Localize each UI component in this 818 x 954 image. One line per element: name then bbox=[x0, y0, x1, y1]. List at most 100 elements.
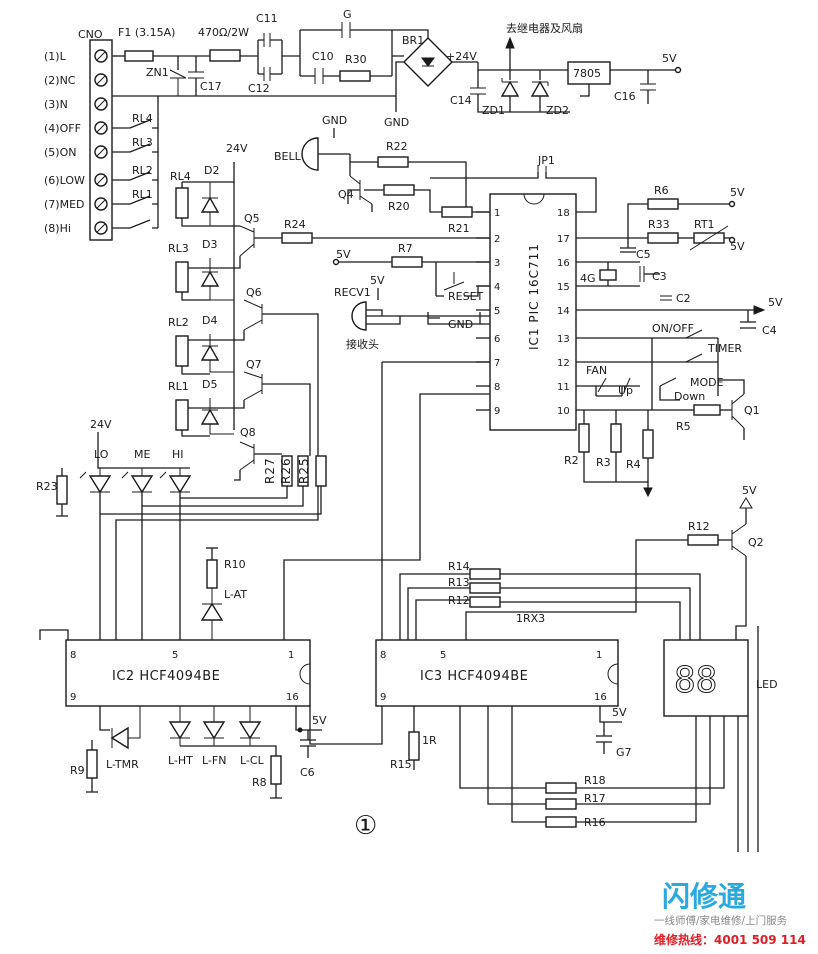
label-receiver-cn: 接收头 bbox=[346, 337, 379, 351]
relay-drivers: 24V RL4 D2 Q5 R24 RL3 D3 Q6 RL2 bbox=[100, 142, 490, 640]
label-r26: R26 bbox=[279, 457, 293, 484]
label-r27: R27 bbox=[263, 457, 277, 484]
resistor-470 bbox=[209, 49, 241, 62]
label-q7: Q7 bbox=[246, 358, 262, 371]
ic2-body bbox=[65, 639, 311, 707]
label-rl4-coil: RL4 bbox=[170, 170, 191, 183]
label-r7: R7 bbox=[398, 242, 413, 255]
label-r5: R5 bbox=[676, 420, 691, 433]
label-rl3-coil: RL3 bbox=[168, 242, 189, 255]
label-r9: R9 bbox=[70, 764, 85, 777]
connector-terminal-label: (3)N bbox=[44, 98, 68, 111]
resistor-r21 bbox=[441, 206, 473, 218]
label-5v-g7: 5V bbox=[612, 706, 627, 719]
label-l-tmr: L-TMR bbox=[106, 758, 139, 771]
label-q2: Q2 bbox=[748, 536, 764, 549]
led-digits: 88 bbox=[674, 660, 717, 701]
resistor-r16 bbox=[545, 816, 577, 828]
ic3-hcf4094: IC3 HCF4094BE 8 5 1 9 16 R14 R13 R12 1RX… bbox=[309, 484, 778, 852]
label-timer: TIMER bbox=[707, 342, 742, 355]
resistor-r20 bbox=[383, 184, 415, 196]
ic1-pin-label: 10 bbox=[557, 406, 570, 417]
label-down: Down bbox=[674, 390, 705, 403]
label-c11: C11 bbox=[256, 12, 278, 25]
label-5v-c6: 5V bbox=[312, 714, 327, 727]
relay-contacts: RL4 RL3 RL2 RL1 bbox=[112, 96, 159, 229]
label-5v-q2: 5V bbox=[742, 484, 757, 497]
label-reset: RESET bbox=[448, 290, 484, 303]
ic1-pin-label: 5 bbox=[494, 306, 500, 317]
watermark-hotline: 维修热线：4001 509 114 bbox=[654, 932, 806, 947]
label-r23: R23 bbox=[36, 480, 58, 493]
label-up: Up bbox=[618, 384, 633, 397]
resistor-r33 bbox=[647, 232, 679, 244]
connector-body bbox=[89, 39, 113, 241]
label-l-cl: L-CL bbox=[240, 754, 265, 767]
connector-terminal-label: (5)ON bbox=[44, 146, 76, 159]
label-r33: R33 bbox=[648, 218, 670, 231]
label-c16: C16 bbox=[614, 90, 636, 103]
resistor-r13 bbox=[469, 582, 501, 594]
label-c5: C5 bbox=[636, 248, 651, 261]
regulator-label: 7805 bbox=[573, 67, 601, 80]
ic1-peripherals: R6 5V R33 RT1 5V C5 4G C3 C2 5V C4 O bbox=[564, 184, 783, 498]
label-l-ht: L-HT bbox=[168, 754, 193, 767]
speed-leds: 24V R23 LO ME HI bbox=[36, 418, 192, 640]
resistor-r7 bbox=[391, 256, 423, 268]
crystal-4g bbox=[599, 269, 617, 281]
label-rl1-coil: RL1 bbox=[168, 380, 189, 393]
label-r2: R2 bbox=[564, 454, 579, 467]
label-r8: R8 bbox=[252, 776, 267, 789]
rail-24v-label: +24V bbox=[446, 50, 477, 63]
ic1-name: IC1 PIC 16C711 bbox=[527, 243, 541, 350]
ic2-pin-9: 9 bbox=[70, 692, 76, 703]
resistor-r23 bbox=[56, 475, 68, 505]
label-5v-r6: 5V bbox=[730, 186, 745, 199]
label-r15: R15 bbox=[390, 758, 412, 771]
label-d2: D2 bbox=[204, 164, 219, 177]
resistor-r3 bbox=[610, 423, 622, 453]
resistor-r25 bbox=[315, 455, 327, 487]
receiver-icon bbox=[351, 301, 367, 331]
resistor-r10 bbox=[206, 559, 218, 589]
label-d3: D3 bbox=[202, 238, 217, 251]
label-jp1: JP1 bbox=[537, 154, 555, 167]
connector-terminal-label: (8)Hi bbox=[44, 222, 71, 235]
ic2-name: IC2 HCF4094BE bbox=[112, 669, 220, 684]
resistor-1r bbox=[408, 731, 420, 761]
label-r30: R30 bbox=[345, 53, 367, 66]
fuse-label: F1 (3.15A) bbox=[118, 26, 175, 39]
label-rl2-coil: RL2 bbox=[168, 316, 189, 329]
resistor-r6 bbox=[647, 198, 679, 210]
label-r12-top: R12 bbox=[688, 520, 710, 533]
ic1-pin-label: 13 bbox=[557, 334, 570, 345]
label-me: ME bbox=[134, 448, 150, 461]
ic1-pin-label: 9 bbox=[494, 406, 500, 417]
label-24v-leds: 24V bbox=[90, 418, 112, 431]
label-q6: Q6 bbox=[246, 286, 262, 299]
label-rl1: RL1 bbox=[132, 188, 153, 201]
resistor-r2 bbox=[578, 423, 590, 453]
label-c12: C12 bbox=[248, 82, 270, 95]
label-rl2: RL2 bbox=[132, 164, 153, 177]
watermark-tagline: 一线师傅/家电维修/上门服务 bbox=[654, 914, 788, 927]
ic3-body bbox=[375, 639, 619, 707]
ic2-pin-1: 1 bbox=[288, 650, 294, 661]
label-r17: R17 bbox=[584, 792, 606, 805]
label-zd2: ZD2 bbox=[546, 104, 569, 117]
label-r6: R6 bbox=[654, 184, 669, 197]
ic3-pin-9: 9 bbox=[380, 692, 386, 703]
led-display bbox=[663, 639, 749, 717]
watermark-logo: 闪修通 bbox=[662, 880, 746, 913]
label-g7: G7 bbox=[616, 746, 632, 759]
label-r12: R12 bbox=[448, 594, 470, 607]
label-5v-rt1: 5V bbox=[730, 240, 745, 253]
label-mode: MODE bbox=[690, 376, 724, 389]
ic1-pin-label: 4 bbox=[494, 282, 500, 293]
label-r10: R10 bbox=[224, 558, 246, 571]
label-recv1: RECV1 bbox=[334, 286, 371, 299]
ic1-pin-label: 6 bbox=[494, 334, 500, 345]
ic1-pin-label: 16 bbox=[557, 258, 570, 269]
